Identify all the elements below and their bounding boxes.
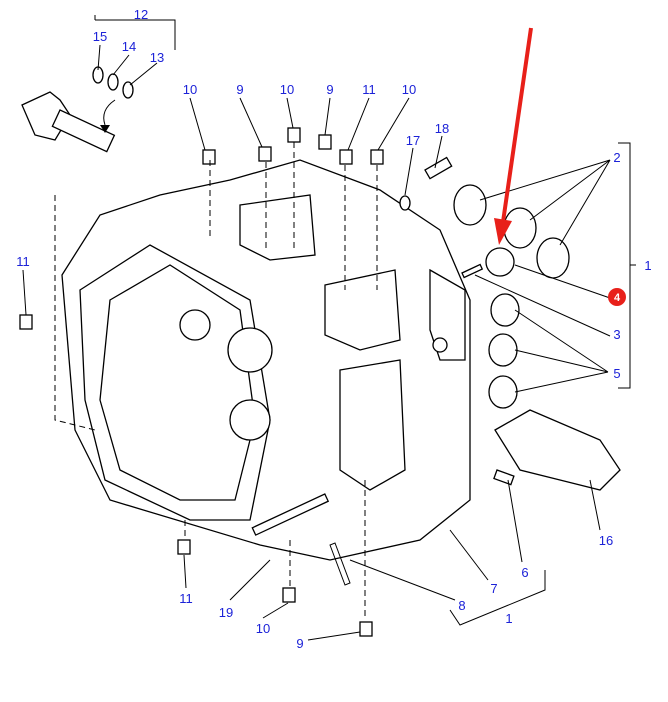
callout: 10 [280, 82, 294, 97]
callout: 9 [236, 82, 243, 97]
transmission-housing [61, 159, 471, 561]
callout: 10 [402, 82, 416, 97]
screws [19, 127, 515, 637]
callout: 11 [179, 591, 193, 606]
callout: 14 [122, 39, 136, 54]
bushings [399, 156, 621, 491]
callout: 18 [435, 121, 449, 136]
callout: 11 [16, 254, 30, 269]
callout: 6 [521, 565, 528, 580]
solenoid-valve [21, 66, 134, 153]
callout: 12 [134, 7, 148, 22]
callout: 11 [362, 82, 376, 97]
callout-labels: 12 15 14 13 10 9 10 9 11 10 17 18 2 1 11… [16, 7, 651, 651]
callout: 9 [326, 82, 333, 97]
callout: 1 [505, 611, 512, 626]
callout: 9 [296, 636, 303, 651]
callout: 16 [599, 533, 613, 548]
callout: 15 [93, 29, 107, 44]
callout: 1 [644, 258, 651, 273]
callout: 19 [219, 605, 233, 620]
leader-lines [22, 15, 636, 641]
callout-highlighted: 4 [614, 292, 621, 304]
highlight-arrow [494, 27, 533, 245]
highlight-badge [608, 288, 626, 306]
callout: 2 [613, 150, 620, 165]
callout: 3 [613, 327, 620, 342]
callout: 17 [406, 133, 420, 148]
callout: 10 [256, 621, 270, 636]
callout: 13 [150, 50, 164, 65]
callout: 8 [458, 598, 465, 613]
callout: 10 [183, 82, 197, 97]
callout: 7 [490, 581, 497, 596]
callout: 5 [613, 366, 620, 381]
